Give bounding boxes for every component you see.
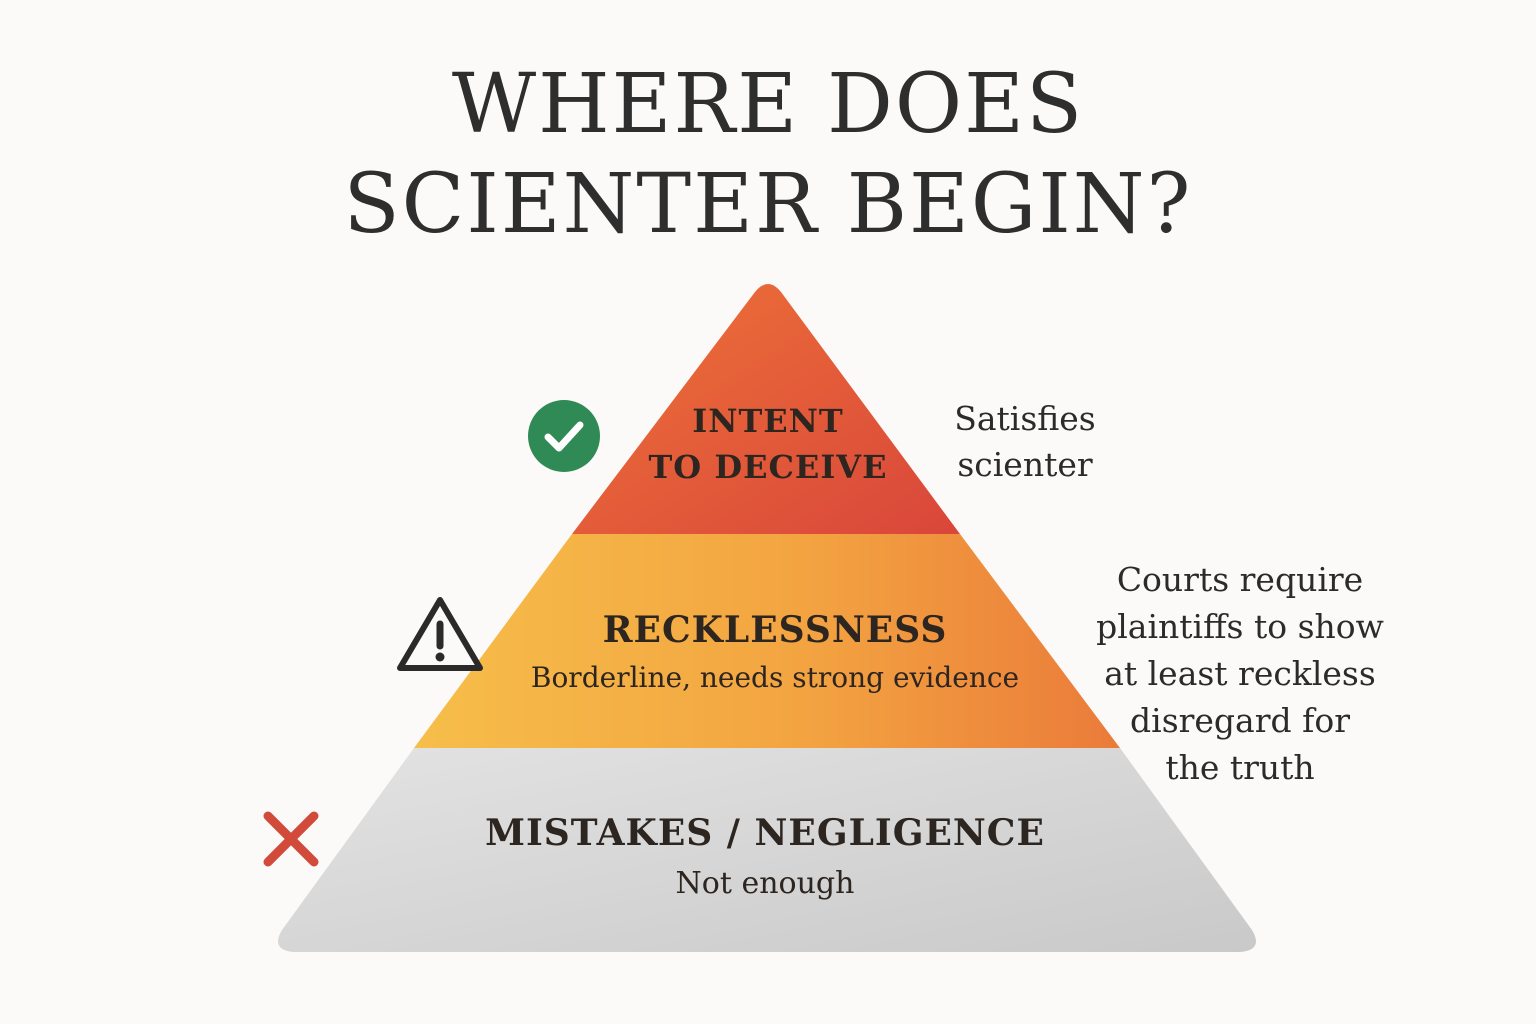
note-courts-require: Courts require plaintiffs to show at lea… — [1060, 556, 1420, 791]
title-line-2: SCIENTER BEGIN? — [343, 157, 1193, 252]
note-satisfies-line-2: scienter — [957, 445, 1093, 484]
cross-icon — [263, 811, 319, 867]
warning-icon — [397, 597, 483, 671]
note-courts-line-1: Courts require — [1116, 560, 1364, 599]
note-courts-line-4: disregard for — [1130, 701, 1350, 740]
note-courts-line-2: plaintiffs to show — [1096, 607, 1384, 646]
intent-heading-line-1: INTENT — [692, 402, 844, 440]
recklessness-subtext: Borderline, needs strong evidence — [530, 661, 1020, 694]
note-satisfies-line-1: Satisfies — [954, 399, 1096, 438]
tier-middle-recklessness — [414, 534, 1120, 748]
tier-recklessness-label: RECKLESSNESS Borderline, needs strong ev… — [460, 606, 1090, 702]
check-icon — [528, 400, 600, 472]
tier-intent-label: INTENT TO DECEIVE — [618, 398, 918, 490]
tier-top-intent — [572, 284, 960, 534]
note-satisfies-scienter: Satisfies scienter — [925, 396, 1125, 488]
note-courts-line-5: the truth — [1165, 748, 1315, 787]
mistakes-heading: MISTAKES / NEGLIGENCE — [485, 812, 1045, 854]
tier-mistakes-label: MISTAKES / NEGLIGENCE Not enough — [390, 808, 1140, 910]
intent-heading-line-2: TO DECEIVE — [648, 448, 888, 486]
recklessness-heading: RECKLESSNESS — [602, 609, 948, 651]
title-line-1: WHERE DOES — [451, 57, 1085, 152]
mistakes-subtext: Not enough — [675, 866, 855, 901]
note-courts-line-3: at least reckless — [1104, 654, 1376, 693]
tier-bottom-mistakes — [278, 748, 1256, 952]
